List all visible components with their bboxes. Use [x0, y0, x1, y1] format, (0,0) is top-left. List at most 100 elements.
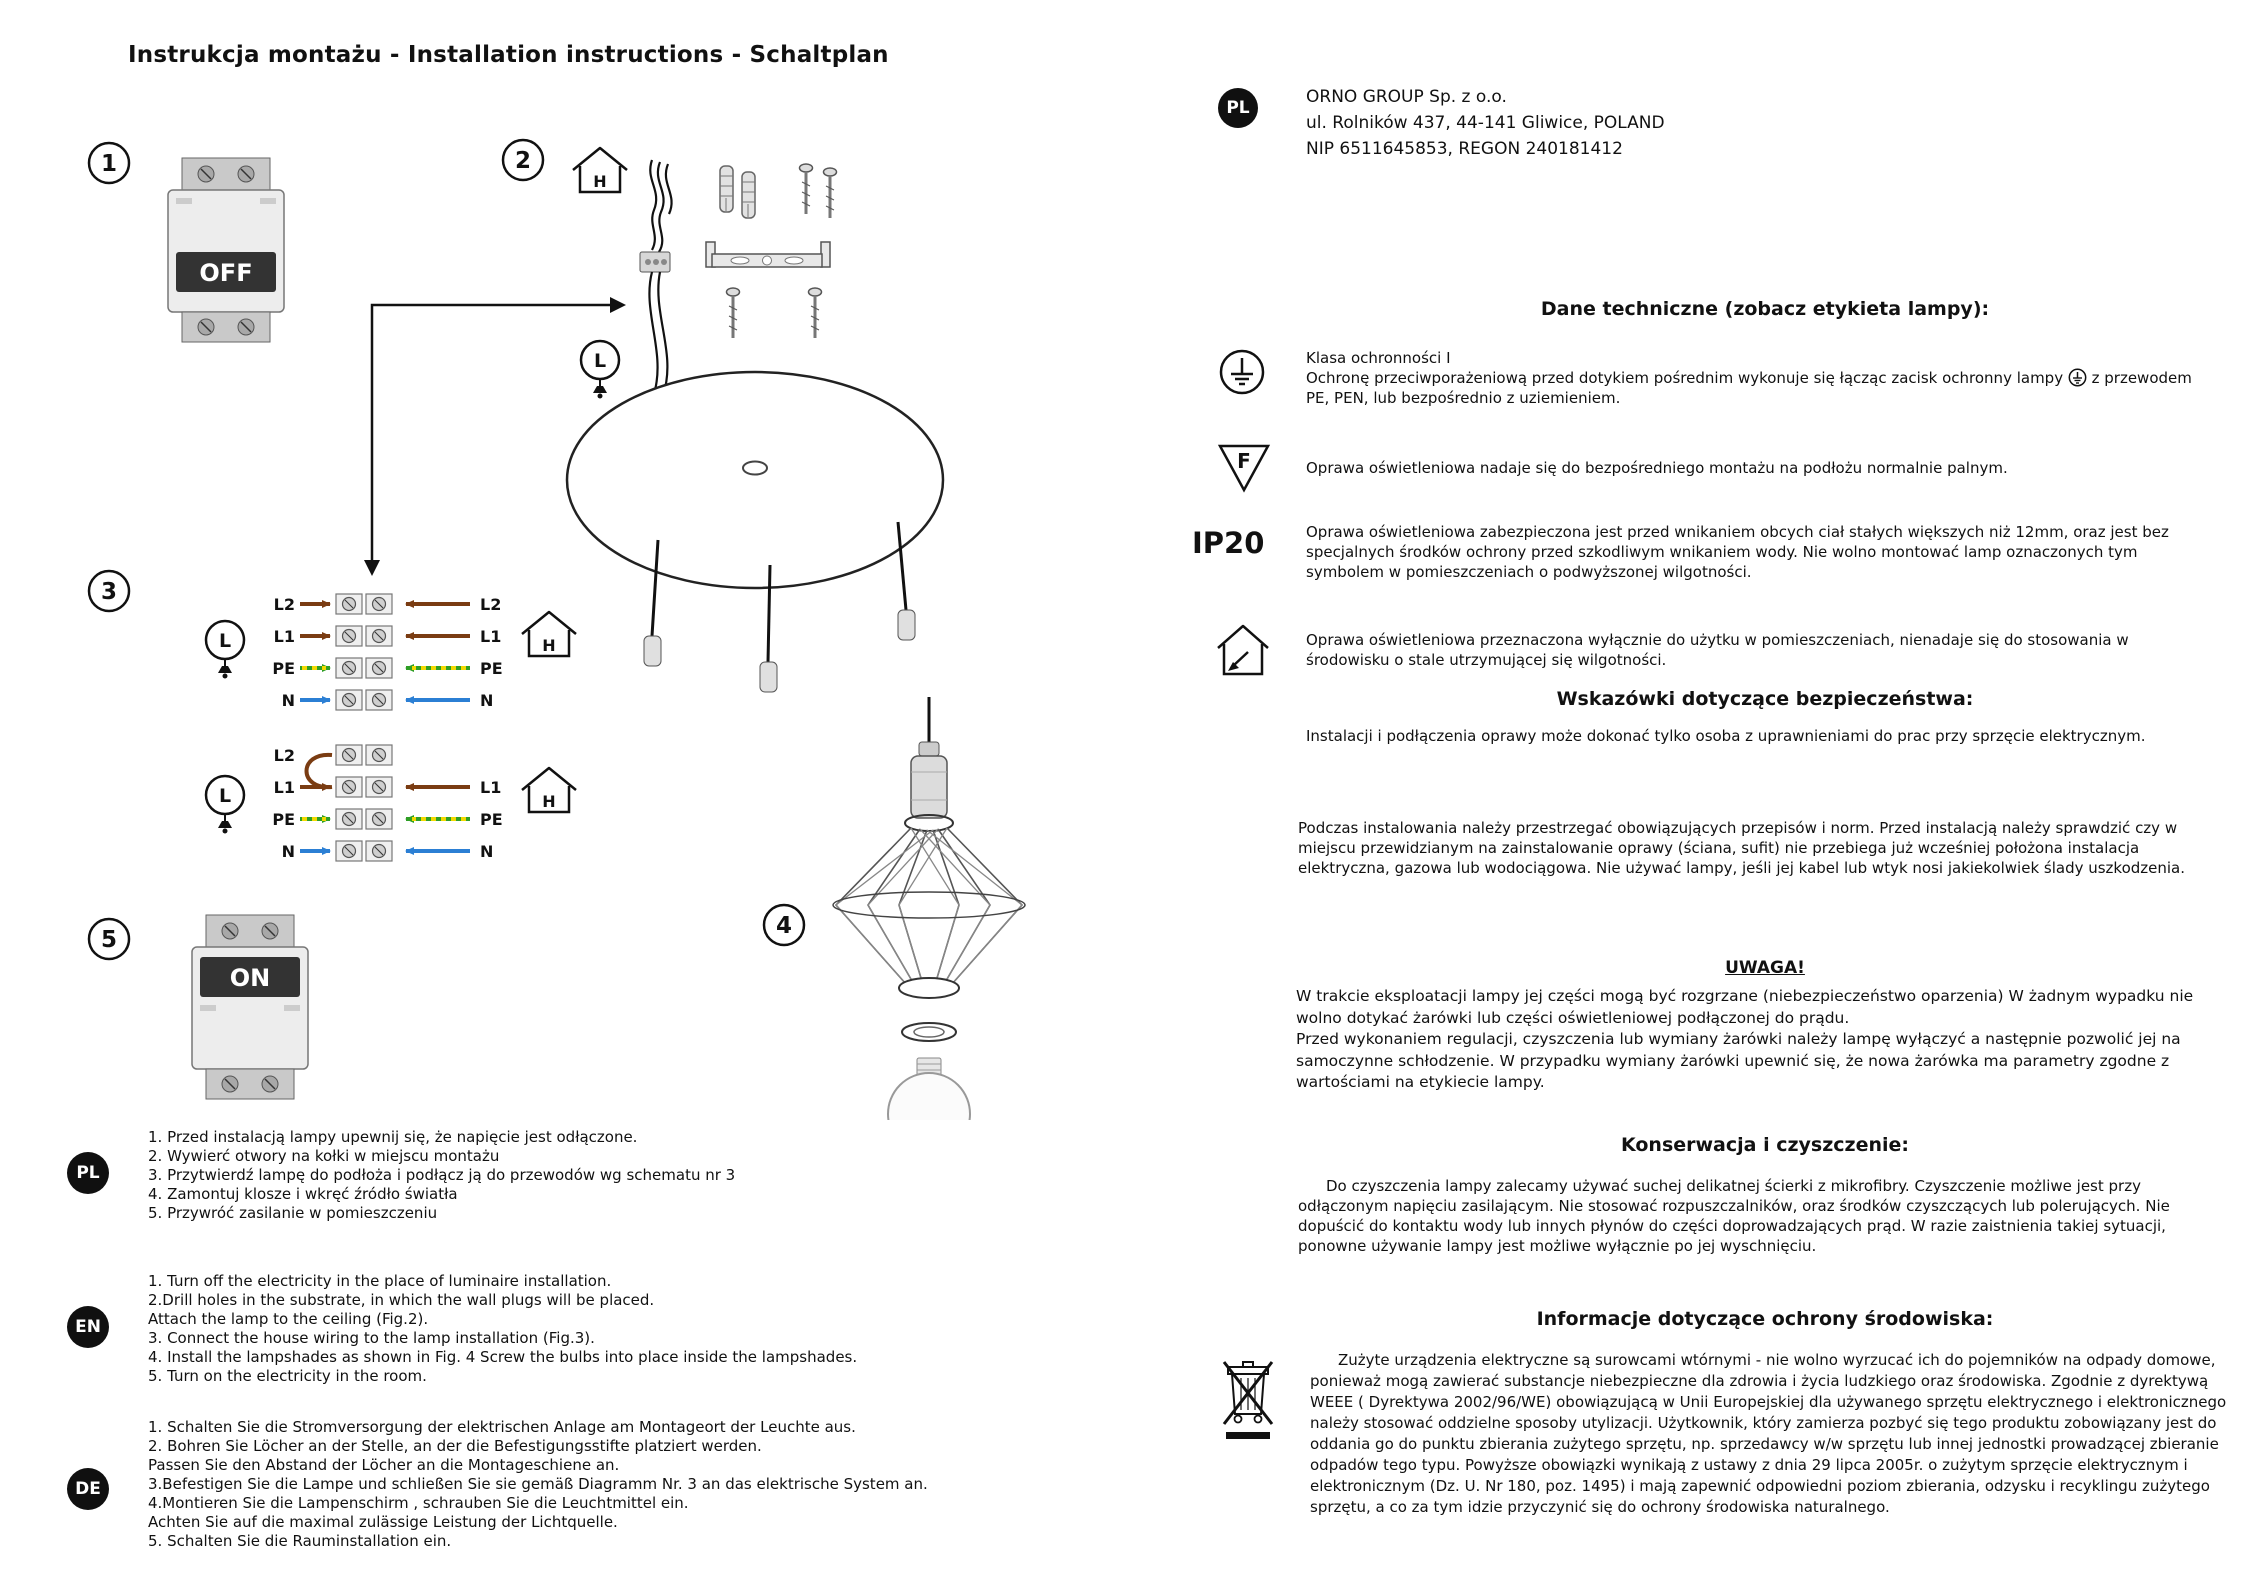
- instruction-line: 3.Befestigen Sie die Lampe und schließen…: [148, 1475, 928, 1493]
- instruction-line: 1. Przed instalacją lampy upewnij się, ż…: [148, 1128, 638, 1146]
- svg-text:4: 4: [776, 913, 792, 939]
- maintenance-text: Do czyszczenia lampy zalecamy używać suc…: [1298, 1177, 2170, 1255]
- svg-text:PE: PE: [480, 810, 503, 829]
- instruction-line: 2. Wywierć otwory na kołki w miejscu mon…: [148, 1147, 500, 1165]
- svg-text:L1: L1: [480, 627, 501, 646]
- wiring-diagram-1: L L2 L1 PE N: [204, 593, 577, 711]
- step-2-marker: 2: [501, 138, 545, 182]
- warning-text: W trakcie eksploatacji lampy jej części …: [1296, 987, 2194, 1091]
- house-icon: H: [572, 146, 628, 194]
- instructions-pl: 1. Przed instalacją lampy upewnij się, ż…: [148, 1128, 928, 1223]
- earth-symbol-icon: [2068, 368, 2087, 387]
- environment-text: Zużyte urządzenia elektryczne są surowca…: [1310, 1351, 2227, 1516]
- svg-text:N: N: [282, 691, 295, 710]
- instruction-line: Achten Sie auf die maximal zulässige Lei…: [148, 1513, 618, 1531]
- instructions-en: 1. Turn off the electricity in the place…: [148, 1272, 1008, 1386]
- mounting-screws: [725, 163, 838, 338]
- svg-text:L1: L1: [274, 627, 295, 646]
- svg-text:L1: L1: [274, 778, 295, 797]
- instruction-line: Attach the lamp to the ceiling (Fig.2).: [148, 1310, 429, 1328]
- svg-text:N: N: [480, 691, 493, 710]
- house-icon: H: [521, 766, 577, 814]
- lamp-icon: L: [204, 619, 246, 679]
- svg-text:L: L: [219, 630, 231, 652]
- instruction-line: Passen Sie den Abstand der Löcher an die…: [148, 1456, 620, 1474]
- svg-text:L1: L1: [480, 778, 501, 797]
- svg-text:5: 5: [101, 927, 117, 953]
- mounting-bracket: [705, 241, 831, 268]
- wall-plugs: [719, 165, 756, 219]
- svg-text:N: N: [282, 842, 295, 861]
- instruction-line: 2. Bohren Sie Löcher an der Stelle, an d…: [148, 1437, 762, 1455]
- mounting-parts-diagram: H: [364, 146, 945, 693]
- warning-heading: UWAGA!: [1725, 958, 1805, 978]
- protection-class-body-b: z przewodem PE, PEN, lub bezpośrednio z …: [1306, 369, 2192, 407]
- svg-text:L2: L2: [274, 595, 295, 614]
- protection-class-icon: [1219, 349, 1265, 395]
- cage-wires: [834, 827, 1024, 989]
- svg-text:L: L: [594, 350, 606, 372]
- safety-paragraph-1: Instalacji i podłączenia oprawy może dok…: [1306, 727, 2146, 745]
- f-mark-text: Oprawa oświetleniowa nadaje się do bezpo…: [1306, 459, 2008, 477]
- maintenance-heading: Konserwacja i czyszczenie:: [1620, 1134, 1910, 1156]
- indoor-use-text: Oprawa oświetleniowa przeznaczona wyłącz…: [1306, 631, 2129, 669]
- svg-text:PE: PE: [272, 659, 295, 678]
- protection-class-body-a: Ochronę przeciwporażeniową przed dotykie…: [1306, 369, 2068, 387]
- breaker-on-diagram: ON: [191, 914, 309, 1100]
- breaker-off-diagram: OFF: [167, 157, 285, 343]
- wiring-diagram-2: L L2 L1 PE N: [204, 744, 577, 862]
- svg-text:PE: PE: [272, 810, 295, 829]
- phase-jumper-wire: [304, 752, 333, 790]
- wiring-reference-arrow: [364, 297, 626, 576]
- instruction-line: 5. Przywróć zasilanie w pomieszczeniu: [148, 1204, 438, 1222]
- indoor-use-icon: [1217, 624, 1269, 676]
- house-wires: [639, 159, 673, 393]
- cage-wires-back: [835, 827, 1023, 989]
- svg-text:H: H: [542, 792, 555, 811]
- instruction-line: 3. Przytwierdź lampę do podłoża i podłąc…: [148, 1166, 736, 1184]
- page-title: Instrukcja montażu - Installation instru…: [128, 42, 889, 68]
- de-badge: DE: [67, 1468, 109, 1510]
- instruction-line: 1. Turn off the electricity in the place…: [148, 1272, 612, 1290]
- tech-heading: Dane techniczne (zobacz etykieta lampy):: [1540, 298, 1990, 320]
- svg-text:L: L: [219, 785, 231, 807]
- svg-text:3: 3: [101, 579, 117, 605]
- company-info: ORNO GROUP Sp. z o.o. ul. Rolników 437, …: [1306, 84, 1665, 162]
- installation-diagram: 1 2 3 4 5 OFF: [87, 138, 1026, 1120]
- step-4-marker: 4: [762, 903, 806, 947]
- environment-heading: Informacje dotyczące ochrony środowiska:: [1536, 1308, 1994, 1330]
- ip20-text: Oprawa oświetleniowa zabezpieczona jest …: [1306, 523, 2169, 581]
- step-5-marker: 5: [87, 917, 131, 961]
- protection-class-title: Klasa ochronności I: [1306, 349, 1451, 367]
- instructions-de: 1. Schalten Sie die Stromversorgung der …: [148, 1418, 1048, 1551]
- safety-heading: Wskazówki dotyczące bezpieczeństwa:: [1556, 688, 1974, 710]
- instruction-line: 5. Schalten Sie die Rauminstallation ein…: [148, 1532, 452, 1550]
- step-3-marker: 3: [87, 569, 131, 613]
- pl-badge: PL: [67, 1152, 109, 1194]
- instruction-line: 3. Connect the house wiring to the lamp …: [148, 1329, 595, 1347]
- house-icon: H: [521, 610, 577, 658]
- step-1-marker: 1: [87, 141, 131, 185]
- instruction-line: 4.Montieren Sie die Lampenschirm , schra…: [148, 1494, 689, 1512]
- instruction-line: 5. Turn on the electricity in the room.: [148, 1367, 427, 1385]
- lamp-icon: L: [579, 339, 621, 399]
- protection-class-text: Klasa ochronności I Ochronę przeciwporaż…: [1306, 348, 2196, 408]
- instruction-line: 2.Drill holes in the substrate, in which…: [148, 1291, 655, 1309]
- weee-bin-icon: [1222, 1361, 1274, 1439]
- ip20-label: IP20: [1192, 526, 1265, 560]
- svg-text:L2: L2: [480, 595, 501, 614]
- svg-text:L2: L2: [274, 746, 295, 765]
- svg-text:PE: PE: [480, 659, 503, 678]
- svg-text:N: N: [480, 842, 493, 861]
- ceiling-canopy: [565, 370, 945, 693]
- light-bulb: [887, 1057, 971, 1120]
- en-badge: EN: [67, 1306, 109, 1348]
- svg-text:OFF: OFF: [199, 259, 252, 287]
- company-name: ORNO GROUP Sp. z o.o.: [1306, 87, 1507, 107]
- cage-lamp-diagram: [832, 697, 1026, 1120]
- f-flammable-surface-icon: F: [1217, 444, 1271, 493]
- lamp-icon: L: [204, 774, 246, 834]
- instruction-line: 4. Zamontuj klosze i wkręć źródło światł…: [148, 1185, 458, 1203]
- instruction-line: 4. Install the lampshades as shown in Fi…: [148, 1348, 858, 1366]
